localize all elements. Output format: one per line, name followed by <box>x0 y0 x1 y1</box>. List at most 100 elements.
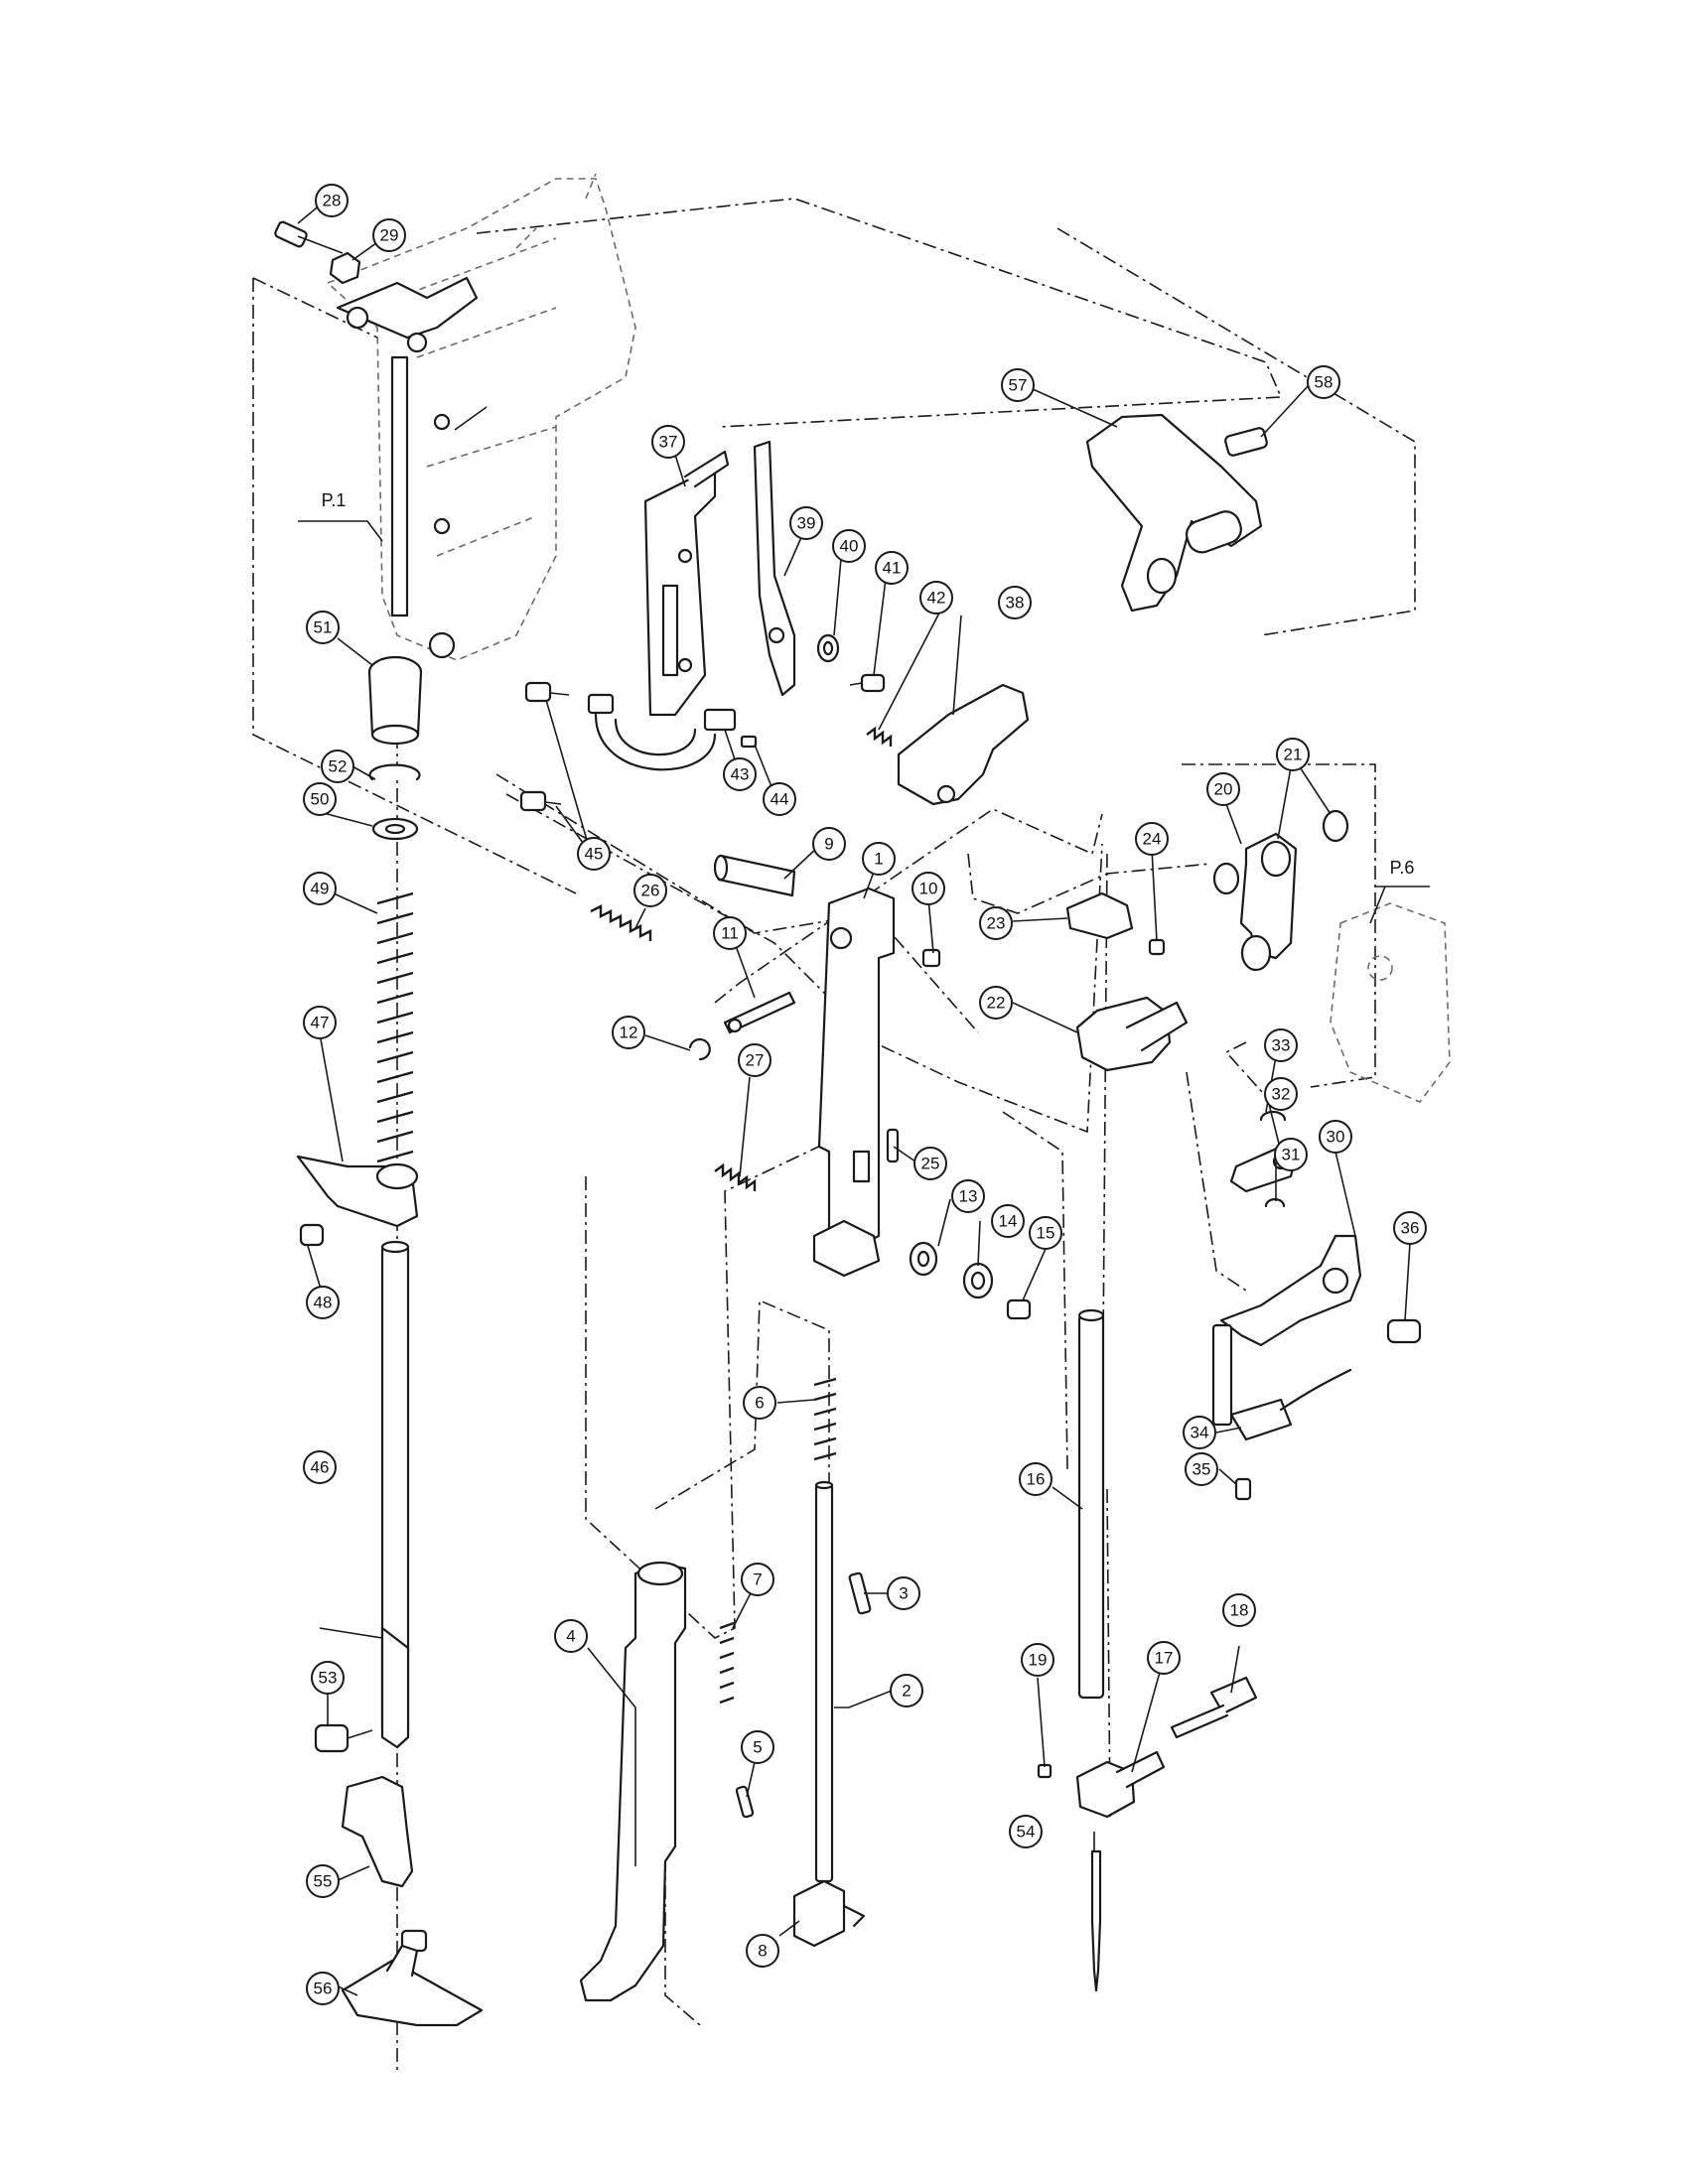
callout-44: 44 <box>763 782 796 816</box>
callout-22: 22 <box>979 986 1013 1020</box>
svg-text:11: 11 <box>721 924 739 943</box>
part-shaft-9 <box>713 854 796 897</box>
part-bushing-51 <box>367 655 423 746</box>
svg-text:50: 50 <box>311 790 330 809</box>
callout-40: 40 <box>832 529 866 563</box>
svg-text:17: 17 <box>1155 1649 1174 1668</box>
part-washer-13 <box>909 1241 938 1277</box>
part-ring-52 <box>368 763 421 781</box>
svg-text:27: 27 <box>746 1051 765 1070</box>
part-crank-22 <box>1075 996 1189 1072</box>
svg-text:3: 3 <box>899 1584 908 1603</box>
part-pin-11 <box>723 991 796 1034</box>
part-needle-bar-2 <box>814 1480 834 1883</box>
callout-7: 7 <box>741 1563 774 1596</box>
part-screw-58 <box>1224 427 1268 457</box>
part-shank-55 <box>341 1775 414 1888</box>
part-screw-35 <box>1234 1477 1252 1501</box>
svg-text:38: 38 <box>1006 594 1025 613</box>
svg-text:42: 42 <box>927 589 946 608</box>
callout-25: 25 <box>913 1147 947 1180</box>
part-sensor-34 <box>1229 1368 1352 1441</box>
callout-38: 38 <box>998 586 1032 619</box>
part-pin-5 <box>735 1785 755 1819</box>
svg-text:57: 57 <box>1009 376 1028 395</box>
svg-text:20: 20 <box>1214 780 1233 799</box>
part-washer-40 <box>816 633 840 663</box>
part-screw-41 <box>849 673 886 693</box>
part-needle-bar-support-1 <box>812 887 896 1278</box>
callout-43: 43 <box>723 757 757 791</box>
callout-57: 57 <box>1001 368 1035 402</box>
svg-text:P.6: P.6 <box>1390 858 1415 878</box>
callout-labels: 1 2 3 4 5 6 7 8 9 10 11 12 13 14 15 16 1… <box>303 184 1427 2005</box>
part-screw-53 <box>314 1723 373 1753</box>
callout-3: 3 <box>887 1576 920 1610</box>
callout-19: 19 <box>1021 1643 1054 1677</box>
svg-text:45: 45 <box>585 845 604 864</box>
svg-text:33: 33 <box>1272 1036 1291 1055</box>
parts-drawings <box>274 220 1451 2027</box>
callout-12: 12 <box>612 1016 645 1049</box>
svg-text:48: 48 <box>314 1294 333 1312</box>
part-ering-33 <box>1259 1110 1287 1122</box>
part-presser-foot-56 <box>341 1929 484 2027</box>
part-screw-36 <box>1386 1318 1422 1344</box>
part-arm-57 <box>1085 413 1263 613</box>
callout-39: 39 <box>789 506 823 540</box>
svg-text:18: 18 <box>1230 1601 1249 1620</box>
part-spring-26 <box>590 904 652 941</box>
callout-37: 37 <box>651 425 685 459</box>
callout-33: 33 <box>1264 1028 1298 1062</box>
svg-text:13: 13 <box>959 1187 978 1206</box>
part-spring-6 <box>813 1377 837 1461</box>
callout-10: 10 <box>912 872 945 905</box>
callout-42: 42 <box>919 581 953 614</box>
svg-text:2: 2 <box>902 1682 911 1701</box>
callout-35: 35 <box>1185 1452 1218 1486</box>
part-harness-43 <box>587 693 737 771</box>
callout-36: 36 <box>1393 1211 1427 1245</box>
part-latch-38 <box>897 683 1030 806</box>
svg-text:31: 31 <box>1282 1146 1301 1164</box>
svg-text:P.1: P.1 <box>322 490 347 510</box>
callout-58: 58 <box>1307 365 1340 399</box>
svg-text:4: 4 <box>566 1627 575 1646</box>
callout-34: 34 <box>1183 1416 1216 1449</box>
svg-text:7: 7 <box>753 1570 762 1589</box>
callout-17: 17 <box>1147 1641 1181 1675</box>
svg-text:26: 26 <box>641 882 660 900</box>
svg-text:58: 58 <box>1315 373 1333 392</box>
svg-text:12: 12 <box>620 1024 638 1042</box>
part-setscrew-10 <box>921 948 941 968</box>
callout-51: 51 <box>306 611 340 644</box>
svg-text:47: 47 <box>311 1014 330 1032</box>
svg-text:15: 15 <box>1037 1224 1055 1243</box>
part-spring-7 <box>719 1621 735 1705</box>
callout-13: 13 <box>951 1179 985 1213</box>
part-pin-3 <box>848 1571 872 1615</box>
svg-text:49: 49 <box>311 880 330 898</box>
part-setscrew-48 <box>299 1223 325 1247</box>
svg-text:56: 56 <box>314 1979 333 1998</box>
callout-47: 47 <box>303 1006 337 1039</box>
part-washer-50 <box>371 817 419 841</box>
part-pin-25 <box>886 1128 900 1163</box>
svg-text:36: 36 <box>1401 1219 1420 1238</box>
part-nut-29 <box>329 251 361 285</box>
part-screws-45 <box>519 681 570 812</box>
svg-text:8: 8 <box>758 1942 767 1961</box>
callout-55: 55 <box>306 1864 340 1898</box>
callout-26: 26 <box>633 874 667 907</box>
callout-14: 14 <box>991 1204 1025 1238</box>
svg-text:9: 9 <box>824 835 833 854</box>
svg-text:52: 52 <box>329 757 348 776</box>
part-screw-18 <box>1170 1676 1258 1739</box>
callout-9: 9 <box>812 827 846 861</box>
svg-text:41: 41 <box>883 559 902 578</box>
svg-text:39: 39 <box>797 514 816 533</box>
ref-p6-housing <box>1330 902 1451 1103</box>
part-presser-bar-46 <box>380 1240 410 1749</box>
svg-text:6: 6 <box>755 1394 764 1413</box>
